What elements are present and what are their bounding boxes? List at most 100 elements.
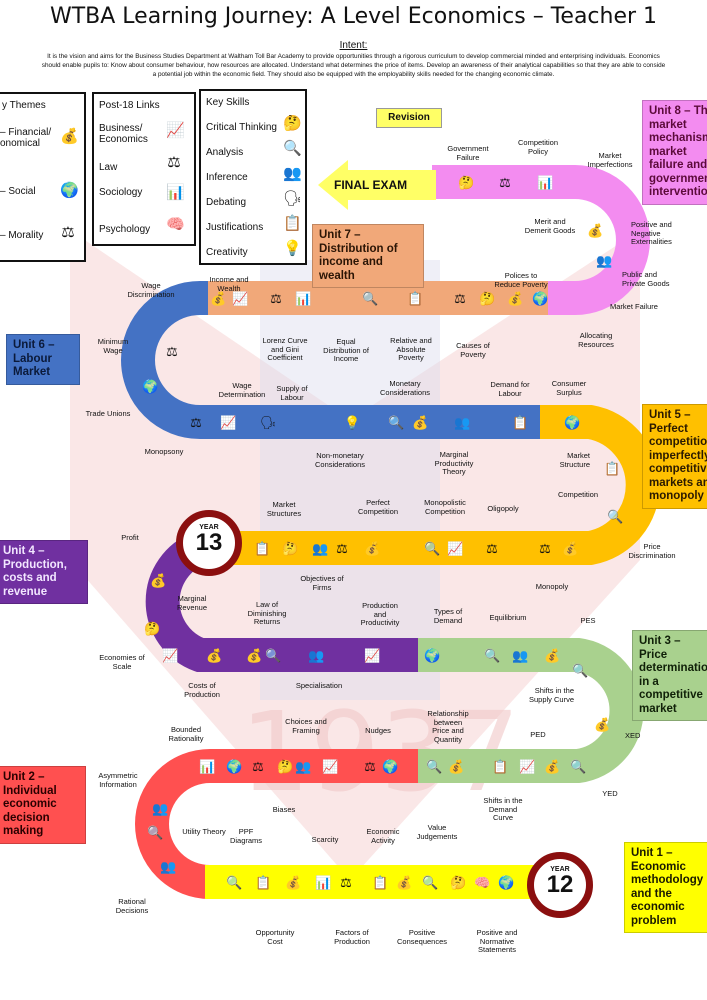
money-bag-icon: 💰 bbox=[285, 875, 302, 890]
page-title: WTBA Learning Journey: A Level Economics… bbox=[49, 4, 658, 29]
intent-text: It is the vision and aims for the Busine… bbox=[41, 53, 666, 78]
topic-label: Monetary Considerations bbox=[379, 379, 431, 397]
globe-icon: 🌍 bbox=[532, 291, 549, 306]
topic-label: Government Failure bbox=[447, 144, 489, 162]
unit-5-box: Unit 5 – Perfect competition imperfectly… bbox=[642, 404, 707, 509]
topic-label: Equilibrium bbox=[489, 613, 527, 622]
topic-label: Wage Discrimination bbox=[127, 281, 175, 299]
final-exam-label: FINAL EXAM bbox=[334, 178, 408, 192]
year-12-number: 12 bbox=[546, 871, 574, 898]
topic-label: Income and Wealth bbox=[209, 275, 249, 293]
topic-label: Positive Consequences bbox=[396, 928, 448, 946]
scales-icon: ⚖ bbox=[340, 875, 352, 890]
topic-label: Objectives of Firms bbox=[300, 574, 344, 592]
presentation-icon: 📊 bbox=[295, 291, 312, 306]
topic-label: Shifts in the Supply Curve bbox=[528, 686, 574, 704]
topic-label: Factors of Production bbox=[334, 928, 370, 946]
topic-label: Nudges bbox=[365, 726, 391, 735]
scales-icon: ⚖ bbox=[499, 175, 511, 190]
topic-label: Law of Diminishing Returns bbox=[247, 600, 287, 627]
link-sociology: Sociology bbox=[99, 187, 143, 198]
chart-icon: 📈 bbox=[166, 122, 185, 139]
topic-label: PES bbox=[580, 616, 596, 625]
topic-label: Demand for Labour bbox=[490, 380, 530, 398]
road-segment-unit6 bbox=[121, 281, 540, 439]
debate-icon: 🗣 bbox=[283, 190, 303, 207]
thinking-head-icon: 🤔 bbox=[282, 541, 299, 556]
scales-icon: ⚖ bbox=[270, 291, 282, 306]
topic-label: Market Structures bbox=[266, 500, 302, 518]
money-bag-icon: 💰 bbox=[507, 291, 524, 306]
topic-label: Specialisation bbox=[295, 681, 343, 690]
unit-6-box: Unit 6 – Labour Market bbox=[6, 334, 80, 385]
unit-3-box: Unit 3 – Price determination in a compet… bbox=[632, 630, 707, 721]
scales-icon: ⚖ bbox=[486, 541, 498, 556]
scales-icon: ⚖ bbox=[167, 154, 181, 171]
topic-label: Utility Theory bbox=[182, 827, 226, 836]
scales-icon: ⚖ bbox=[166, 344, 178, 359]
skill-inference: Inference bbox=[206, 172, 248, 183]
link-business: Business/ Economics bbox=[99, 123, 148, 145]
globe-icon: 🌍 bbox=[564, 415, 581, 430]
presenter-icon: 📋 bbox=[604, 461, 621, 476]
topic-label: Monopolistic Competition bbox=[424, 498, 466, 516]
scales-icon: ⚖ bbox=[61, 224, 75, 241]
head-icon: 🧠 bbox=[166, 216, 185, 233]
magnifier-icon: 🔍 bbox=[388, 415, 405, 430]
road-segment-unit3 bbox=[418, 638, 644, 783]
topic-label: Monopoly bbox=[535, 582, 569, 591]
presentation-icon: 📊 bbox=[315, 875, 332, 890]
presenter-icon: 📋 bbox=[512, 415, 529, 430]
year-13-label: YEAR bbox=[199, 524, 219, 531]
skill-creativity: Creativity bbox=[206, 247, 248, 258]
people-icon: 👥 bbox=[308, 648, 325, 663]
theme-social: – Social bbox=[0, 186, 36, 197]
money-bag-icon: 💰 bbox=[544, 759, 561, 774]
globe-icon: 🌍 bbox=[382, 759, 399, 774]
topic-label: Relationship between Price and Quantity bbox=[427, 709, 469, 744]
head-icon: 🧠 bbox=[474, 875, 491, 890]
unit-4-box: Unit 4 – Production, costs and revenue bbox=[0, 540, 88, 604]
scales-icon: ⚖ bbox=[539, 541, 551, 556]
topic-label: Perfect Competition bbox=[357, 498, 399, 516]
globe-icon: 🌍 bbox=[424, 648, 441, 663]
topic-label: Biases bbox=[272, 805, 296, 814]
chart-icon: 📈 bbox=[162, 648, 179, 663]
money-bag-icon: 💰 bbox=[60, 128, 79, 145]
money-bag-icon: 💰 bbox=[396, 875, 413, 890]
bulb-icon: 💡 bbox=[283, 240, 302, 257]
money-bag-icon: 💰 bbox=[448, 759, 465, 774]
topic-label: PPF Diagrams bbox=[229, 827, 263, 845]
topic-label: Asymmetric Information bbox=[98, 771, 138, 789]
unit-2-box: Unit 2 – Individual economic decision ma… bbox=[0, 766, 86, 844]
skill-critical-thinking: Critical Thinking bbox=[206, 122, 277, 133]
magnifier-icon: 🔍 bbox=[572, 663, 589, 678]
presentation-icon: 📊 bbox=[199, 759, 216, 774]
globe-icon: 🌍 bbox=[142, 379, 159, 394]
road-segment-unit5 bbox=[215, 405, 660, 565]
topic-label: Rational Decisions bbox=[115, 897, 149, 915]
scales-icon: ⚖ bbox=[364, 759, 376, 774]
money-bag-icon: 💰 bbox=[210, 291, 227, 306]
key-themes-heading: y Themes bbox=[2, 100, 46, 111]
skills-heading: Key Skills bbox=[206, 97, 250, 108]
topic-label: YED bbox=[602, 789, 618, 798]
topic-label: Public and Private Goods bbox=[622, 270, 670, 288]
thinking-head-icon: 🤔 bbox=[277, 759, 294, 774]
money-bag-icon: 💰 bbox=[412, 415, 429, 430]
skill-justifications: Justifications bbox=[206, 222, 264, 233]
globe-icon: 🌍 bbox=[60, 182, 79, 199]
presenter-icon: 📋 bbox=[283, 215, 302, 232]
chart-icon: 📈 bbox=[232, 291, 249, 306]
topic-label: Scarcity bbox=[311, 835, 339, 844]
magnifier-icon: 🔍 bbox=[570, 759, 587, 774]
people-icon: 👥 bbox=[283, 165, 302, 182]
topic-label: Monopsony bbox=[144, 447, 184, 456]
presentation-icon: 📊 bbox=[537, 175, 554, 190]
presenter-icon: 📋 bbox=[255, 875, 272, 890]
presenter-icon: 📋 bbox=[372, 875, 389, 890]
topic-label: PED bbox=[530, 730, 546, 739]
chart-icon: 📈 bbox=[322, 759, 339, 774]
topic-label: Types of Demand bbox=[433, 607, 463, 625]
topic-label: Production and Productivity bbox=[360, 601, 400, 628]
